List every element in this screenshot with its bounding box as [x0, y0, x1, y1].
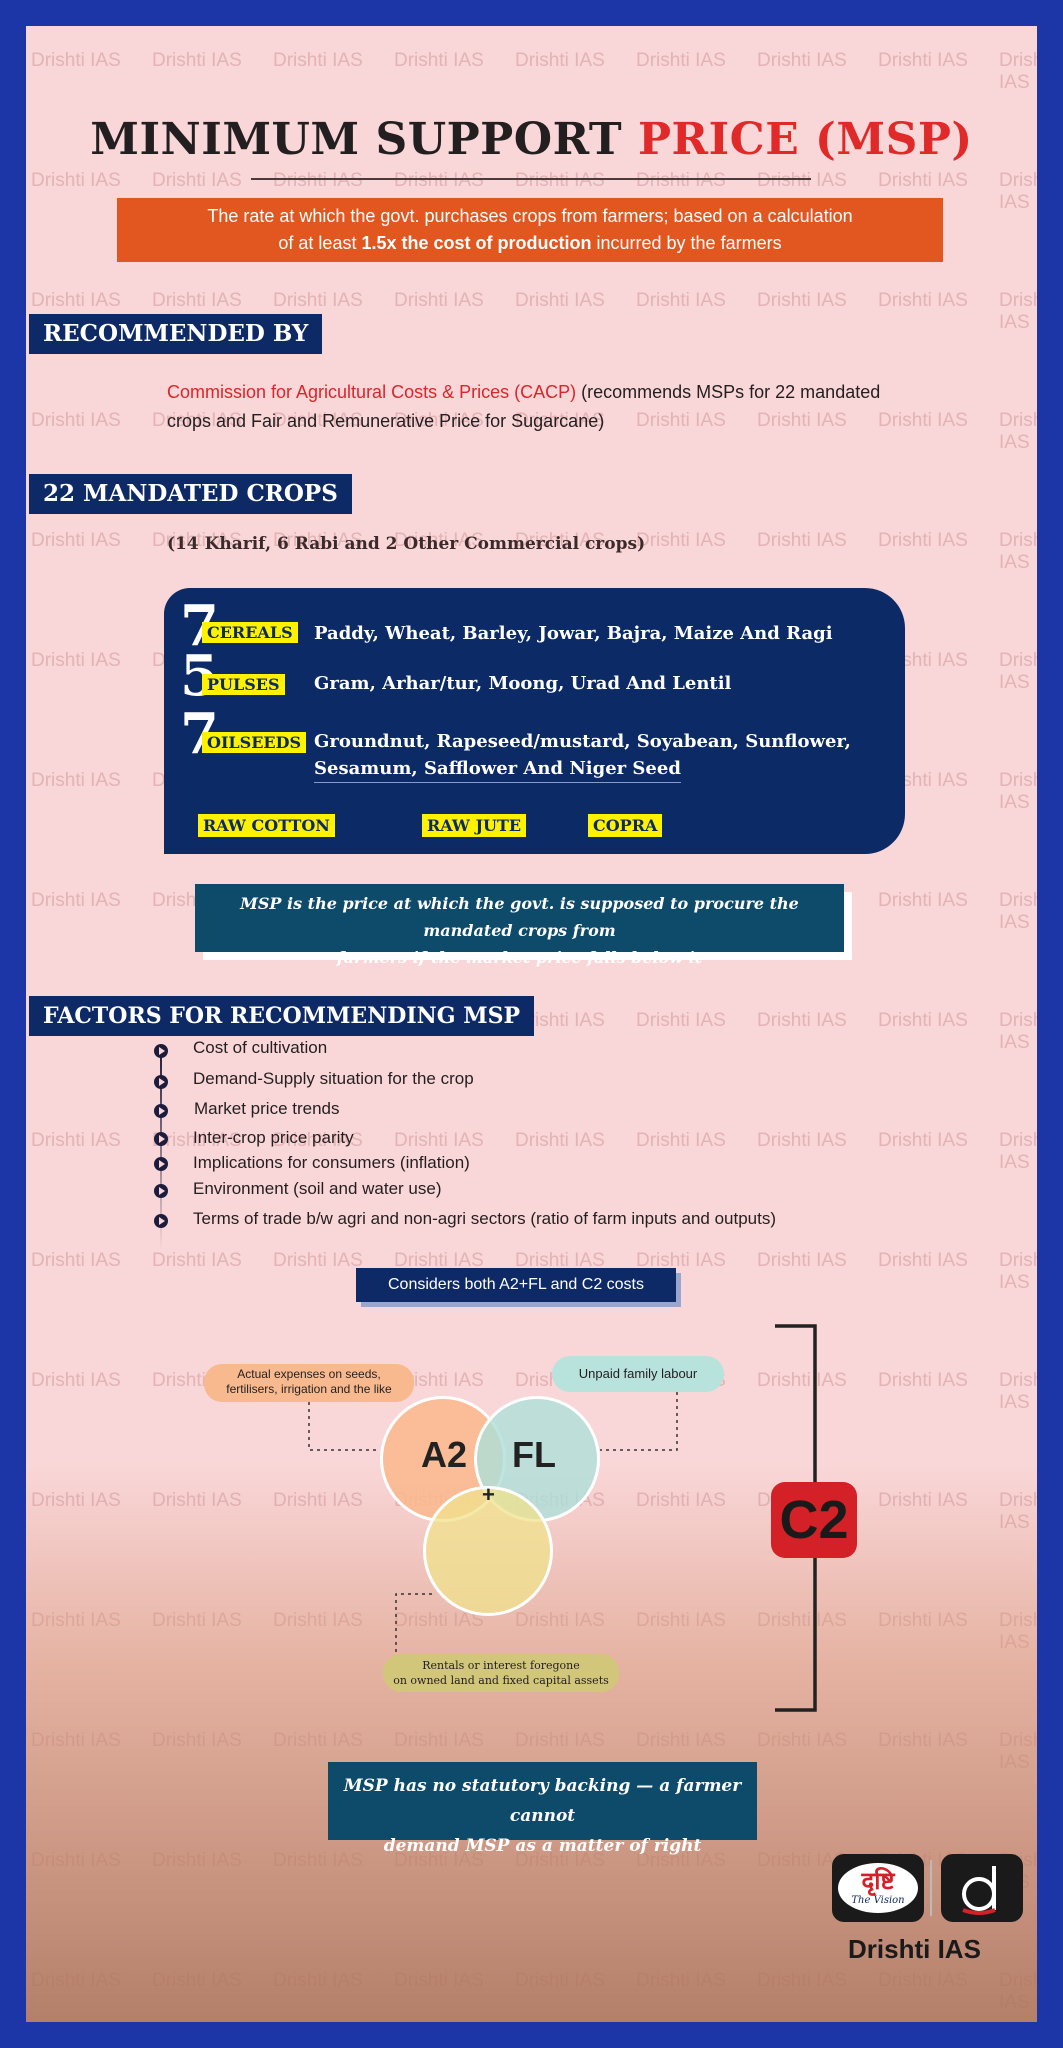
c2-badge: C2 [771, 1482, 857, 1558]
fl-description: Unpaid family labour [552, 1356, 724, 1392]
plus-sign: + [482, 1482, 495, 1507]
definition-banner: The rate at which the govt. purchases cr… [117, 198, 943, 262]
pulses-label: PULSES [202, 674, 285, 695]
logo-divider [930, 1860, 932, 1916]
factors-timeline [160, 1050, 162, 1250]
page-title: MINIMUM SUPPORT PRICE (MSP) [26, 114, 1037, 165]
bullet-icon [154, 1184, 168, 1198]
mandated-heading: 22 MANDATED CROPS [29, 474, 352, 514]
factor-item: Cost of cultivation [193, 1038, 328, 1057]
costs-banner: Considers both A2+FL and C2 costs [356, 1268, 676, 1302]
definition-line-2: of at least 1.5x the cost of production … [117, 230, 943, 257]
brand-name: Drishti IAS [848, 1934, 981, 1964]
cacp-name: Commission for Agricultural Costs & Pric… [167, 382, 577, 402]
bullet-icon [154, 1157, 168, 1171]
other-crop-raw-cotton: RAW COTTON [198, 814, 335, 837]
definition-line-1: The rate at which the govt. purchases cr… [207, 206, 853, 226]
oilseeds-list-2: Sesamum, Safflower And Niger Seed [314, 755, 681, 783]
definition-line-2a: of at least [278, 233, 362, 253]
title-main: MINIMUM SUPPORT [90, 114, 638, 165]
a2-description-line-2: fertilisers, irrigation and the like [226, 1382, 392, 1396]
bullet-icon [154, 1132, 168, 1146]
definition-line-2c: incurred by the farmers [591, 233, 782, 253]
rent-description-line-2: on owned land and fixed capital assets [393, 1674, 609, 1687]
mandated-subtitle: (14 Kharif, 6 Rabi and 2 Other Commercia… [167, 534, 646, 554]
definition-highlight: 1.5x the cost of production [361, 233, 592, 253]
no-statutory-line-2: demand MSP as a matter of right [383, 1836, 702, 1856]
a2-description-line-1: Actual expenses on seeds, [237, 1367, 381, 1381]
logo-tagline: The Vision [851, 1895, 905, 1906]
msp-note-line-1: MSP is the price at which the govt. is s… [240, 894, 799, 940]
factor-item: Terms of trade b/w agri and non-agri sec… [193, 1209, 776, 1228]
crop-groups-box: 7 CEREALS Paddy, Wheat, Barley, Jowar, B… [164, 588, 905, 854]
recommended-heading: RECOMMENDED BY [29, 314, 323, 354]
msp-procurement-note: MSP is the price at which the govt. is s… [195, 884, 844, 967]
cacp-description: Commission for Agricultural Costs & Pric… [167, 378, 887, 436]
rent-circle [423, 1486, 553, 1616]
bullet-icon [154, 1075, 168, 1089]
connector-lines [308, 1324, 817, 1712]
oilseeds-label: OILSEEDS [202, 732, 307, 753]
title-underline [251, 178, 811, 180]
rent-description: Rentals or interest foregone on owned la… [383, 1654, 619, 1692]
logo-ellipse [838, 1863, 918, 1913]
no-statutory-line-1: MSP has no statutory backing — a farmer … [343, 1776, 742, 1826]
logo-hindi-text: दृष्टि [861, 1867, 895, 1895]
factors-heading: FACTORS FOR RECOMMENDING MSP [29, 996, 535, 1036]
bullet-icon [154, 1104, 168, 1118]
fl-label: FL [512, 1434, 556, 1475]
factor-item: Inter-crop price parity [193, 1128, 354, 1147]
a2-label: A2 [421, 1434, 468, 1475]
cereals-list: Paddy, Wheat, Barley, Jowar, Bajra, Maiz… [314, 623, 833, 644]
bullet-icon [154, 1214, 168, 1228]
other-crop-raw-jute: RAW JUTE [422, 814, 527, 837]
factor-item: Market price trends [194, 1099, 340, 1118]
msp-note-line-2: farmers if the market price falls below … [336, 948, 703, 967]
a2-description: Actual expenses on seeds, fertilisers, i… [204, 1364, 414, 1402]
other-crop-copra: COPRA [588, 814, 663, 837]
rent-description-line-1: Rentals or interest foregone [422, 1659, 580, 1672]
factor-item: Demand-Supply situation for the crop [193, 1069, 474, 1088]
drishti-vision-logo: दृष्टि The Vision [832, 1854, 924, 1922]
factor-item: Implications for consumers (inflation) [193, 1153, 470, 1172]
cacp-detail: (recommends MSPs for 22 mandated crops a… [167, 382, 881, 431]
no-statutory-note: MSP has no statutory backing — a farmer … [328, 1762, 757, 1856]
bullet-icon [154, 1044, 168, 1058]
title-accent: PRICE (MSP) [637, 114, 973, 165]
drishti-d-logo [941, 1854, 1023, 1922]
cereals-label: CEREALS [202, 622, 298, 643]
oilseeds-list-1: Groundnut, Rapeseed/mustard, Soyabean, S… [314, 731, 851, 752]
d-letter-icon [962, 1866, 996, 1915]
pulses-list: Gram, Arhar/tur, Moong, Urad And Lentil [314, 673, 732, 694]
factor-item: Environment (soil and water use) [193, 1179, 442, 1198]
